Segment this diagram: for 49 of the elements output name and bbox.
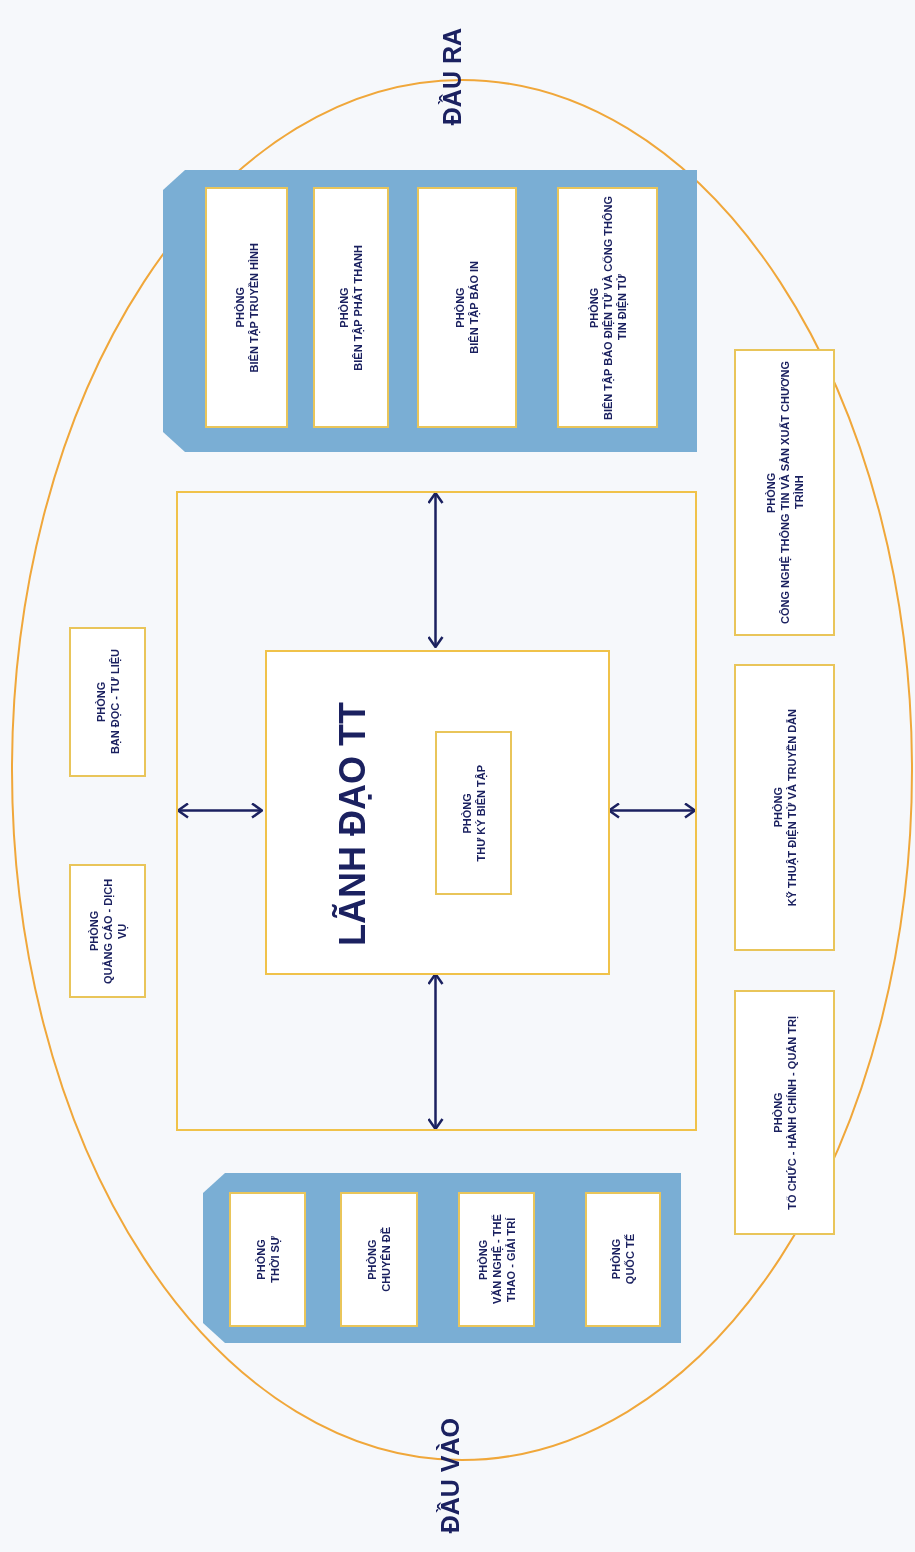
department-name: KỸ THUẬT ĐIỆN TỬ VÀ TRUYỀN DẪN (784, 708, 799, 907)
department-box (585, 1192, 661, 1327)
department-label: PHÒNG (586, 286, 601, 330)
department-label: PHÒNG (770, 786, 785, 830)
department-label: PHÒNG (453, 286, 467, 330)
department-box (557, 187, 658, 428)
department-name: QUỐC TẾ (623, 1234, 637, 1285)
department-label: PHÒNG (609, 1238, 623, 1282)
department-label: PHÒNG (763, 471, 778, 515)
department-name: QUẢNG CÁO - DỊCH VỤ (100, 877, 129, 986)
department-box (734, 664, 835, 951)
group-heading: ĐẦU VÀO (436, 1418, 465, 1534)
department-name: BIÊN TẬP BÁO IN (467, 261, 481, 354)
department-label: PHÒNG (337, 286, 351, 330)
department-name: BIÊN TẬP TRUYỀN HÌNH (246, 242, 261, 373)
department-name: CHUYÊN ĐỀ (379, 1227, 393, 1292)
department-name: BIÊN TẬP PHÁT THANH (351, 244, 365, 371)
department-box (734, 990, 835, 1235)
frame-box (176, 491, 697, 1131)
department-box (69, 627, 146, 777)
double-arrow (427, 491, 444, 649)
department-name: BẠN ĐỌC - TƯ LIỆU (107, 649, 122, 755)
department-name: THỜI SỰ (267, 1236, 282, 1283)
department-label: PHÒNG (253, 1238, 268, 1282)
department-box (417, 187, 517, 428)
department-label: PHÒNG (232, 286, 247, 330)
department-box (229, 1192, 306, 1327)
department-box (205, 187, 288, 428)
department-box (734, 349, 835, 636)
department-box (435, 731, 512, 895)
double-arrow (176, 802, 264, 819)
department-label: PHÒNG (365, 1238, 379, 1282)
department-box (69, 864, 146, 998)
department-name: VĂN NGHỆ - THỂ THAO - GIẢI TRÍ (489, 1213, 518, 1307)
department-label: PHÒNG (93, 680, 108, 725)
department-box (340, 1192, 418, 1327)
department-box (458, 1192, 535, 1327)
department-name: CÔNG NGHỆ THÔNG TIN VÀ SẢN XUẤT CHƯƠNG TRÌNH (777, 360, 806, 626)
department-label: PHÒNG (86, 909, 101, 954)
department-label: PHÒNG (770, 1091, 785, 1135)
department-name: BIÊN TẬP BÁO ĐIỆN TỬ VÀ CỔNG THÔNG TIN ĐIỆN TỬ (600, 195, 629, 420)
department-label: PHÒNG (475, 1238, 490, 1282)
department-label: PHÒNG (459, 791, 474, 836)
department-name: THƯ KÝ BIÊN TẬP (473, 764, 488, 862)
department-box (313, 187, 389, 428)
department-name: TỔ CHỨC - HÀNH CHÍNH - QUẢN TRỊ (784, 1015, 799, 1210)
leadership-box (265, 650, 610, 975)
group-heading: ĐẦU RA (438, 28, 467, 126)
leadership-title: LÃNH ĐẠO TT (332, 702, 374, 946)
